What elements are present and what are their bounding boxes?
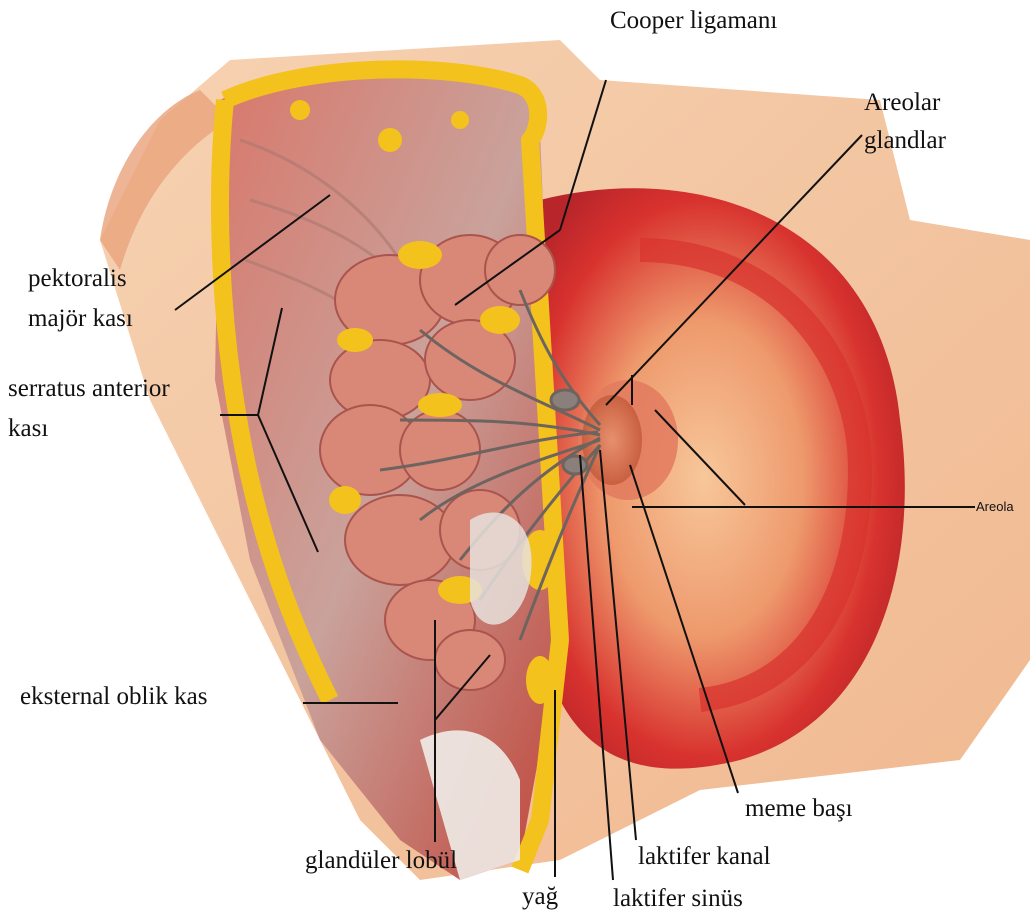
label-serratus-line2: kası (8, 412, 48, 446)
label-areolar-line1: Areolar (864, 86, 940, 120)
label-areola: Areola (976, 499, 1014, 515)
label-areolar-line2: glandlar (864, 124, 946, 158)
label-pektoralis-line1: pektoralis (28, 262, 127, 296)
label-laktifer-sinus: laktifer sinüs (613, 882, 743, 916)
label-meme-basi: meme başı (745, 792, 853, 826)
label-laktifer-kanal: laktifer kanal (638, 840, 771, 874)
label-pektoralis-line2: majör kası (28, 302, 133, 336)
label-yag: yağ (522, 880, 558, 914)
label-glanduler-lobul: glandüler lobül (305, 844, 457, 878)
label-eksternal-oblik: eksternal oblik kas (20, 680, 207, 714)
nipple-areola (578, 380, 678, 500)
label-serratus-line1: serratus anterior (8, 372, 170, 406)
label-cooper-ligamani: Cooper ligamanı (610, 4, 777, 38)
